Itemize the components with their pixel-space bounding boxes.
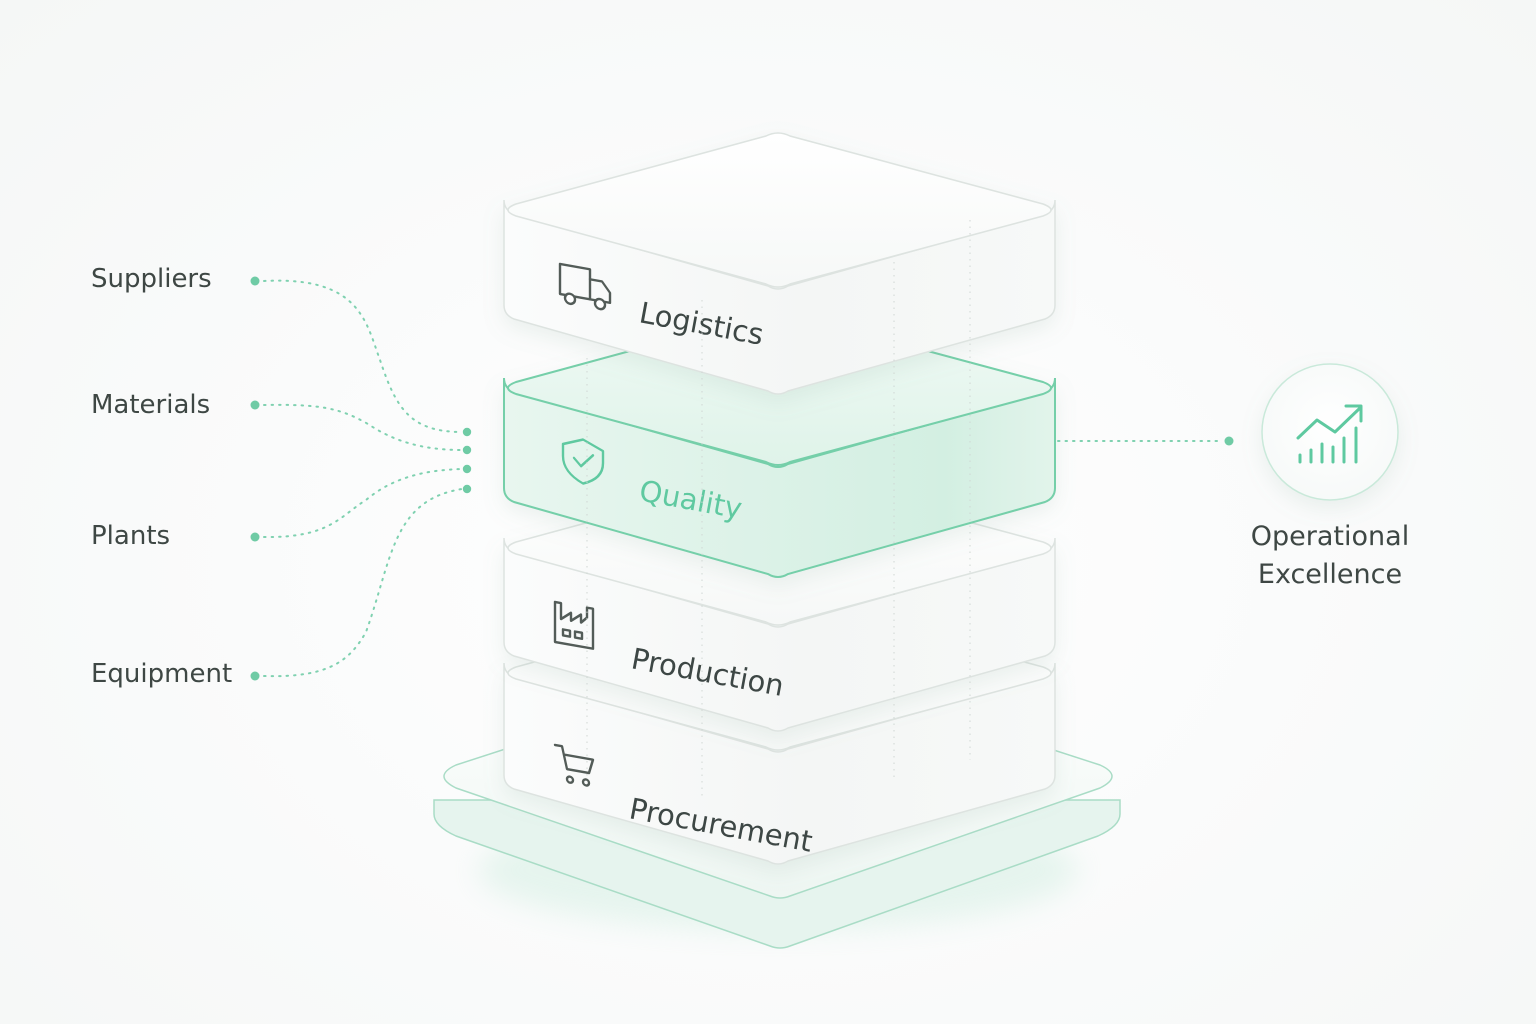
input-connectors (263, 279, 463, 678)
input-label-suppliers: Suppliers (91, 264, 212, 294)
output-node (1261, 363, 1399, 501)
input-label-plants: Plants (91, 521, 171, 551)
input-label-materials: Materials (91, 390, 211, 420)
output-label-line-2: Excellence (1257, 559, 1403, 590)
vertical-guides (586, 220, 971, 800)
truck-icon (558, 262, 612, 311)
shield-check-icon (561, 438, 605, 485)
input-label-equipment: Equipment (91, 659, 233, 689)
output-label-line-1: Operational (1250, 521, 1410, 552)
factory-icon (553, 600, 595, 650)
output-connector (1057, 436, 1234, 446)
layer-logistics[interactable]: Logistics (503, 132, 1056, 395)
input-connector-dots (250, 276, 472, 681)
growth-chart-icon (1296, 404, 1363, 464)
output-label: Operational Excellence (1230, 518, 1430, 594)
shopping-cart-icon (553, 743, 595, 787)
